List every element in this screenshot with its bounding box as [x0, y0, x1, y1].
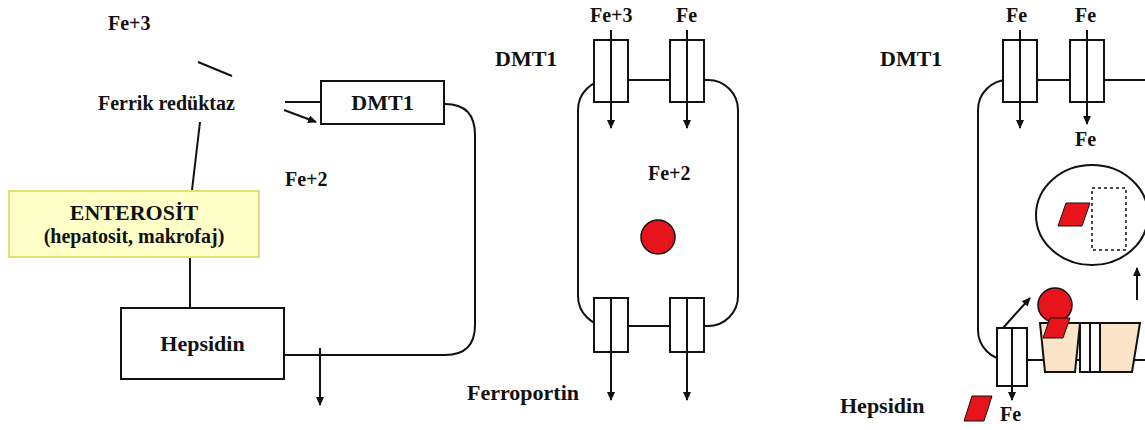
- text-label: Fe: [1075, 128, 1096, 151]
- text-label: Fe+3: [108, 12, 151, 35]
- node-text: Hepsidin: [160, 331, 244, 356]
- text-label: DMT1: [495, 46, 557, 71]
- text-label: Ferroportin: [467, 380, 579, 405]
- node-text: DMT1: [351, 90, 413, 115]
- cell-type-box: ENTEROSİT(hepatosit, makrofaj): [8, 190, 260, 258]
- node-text: (hepatosit, makrofaj): [44, 225, 225, 248]
- text-label: Hepsidin: [840, 393, 924, 418]
- text-label: Fe: [1000, 403, 1021, 426]
- text-label: Fe: [676, 4, 697, 27]
- text-label: Fe+3: [590, 4, 633, 27]
- node-text: ENTEROSİT: [70, 200, 198, 225]
- text-label: Ferrik redüktaz: [98, 92, 235, 115]
- text-label: Fe: [1075, 4, 1096, 27]
- transporter-box: DMT1: [320, 80, 445, 125]
- text-label: Fe+2: [285, 168, 328, 191]
- text-label: DMT1: [880, 46, 942, 71]
- connector-line: [190, 258, 191, 307]
- text-label: Fe: [1006, 4, 1027, 27]
- text-label: Fe+2: [648, 162, 691, 185]
- hormone-box: Hepsidin: [120, 307, 285, 380]
